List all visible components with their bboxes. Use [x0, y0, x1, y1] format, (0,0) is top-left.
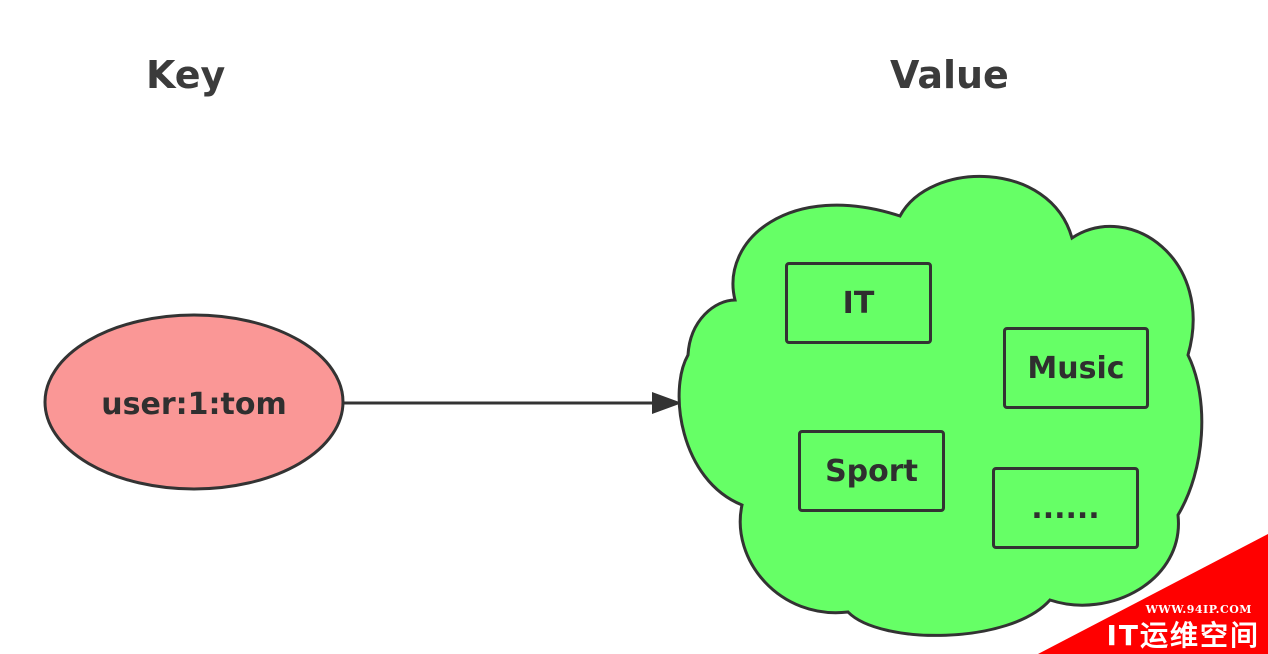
key-node-label: user:1:tom	[101, 387, 287, 422]
value-cloud	[677, 174, 1204, 637]
watermark-url: WWW.94IP.COM	[1145, 603, 1252, 616]
watermark-name: IT运维空间	[1106, 619, 1260, 652]
value-tag-music: Music	[1003, 327, 1149, 409]
watermark: WWW.94IP.COM IT运维空间	[1038, 534, 1268, 654]
watermark-triangle	[1038, 534, 1268, 654]
key-heading: Key	[146, 53, 226, 97]
value-tag-it: IT	[785, 262, 932, 344]
value-heading: Value	[890, 53, 1009, 97]
value-tag-ellipsis: ......	[992, 467, 1139, 549]
value-tag-sport: Sport	[798, 430, 945, 512]
